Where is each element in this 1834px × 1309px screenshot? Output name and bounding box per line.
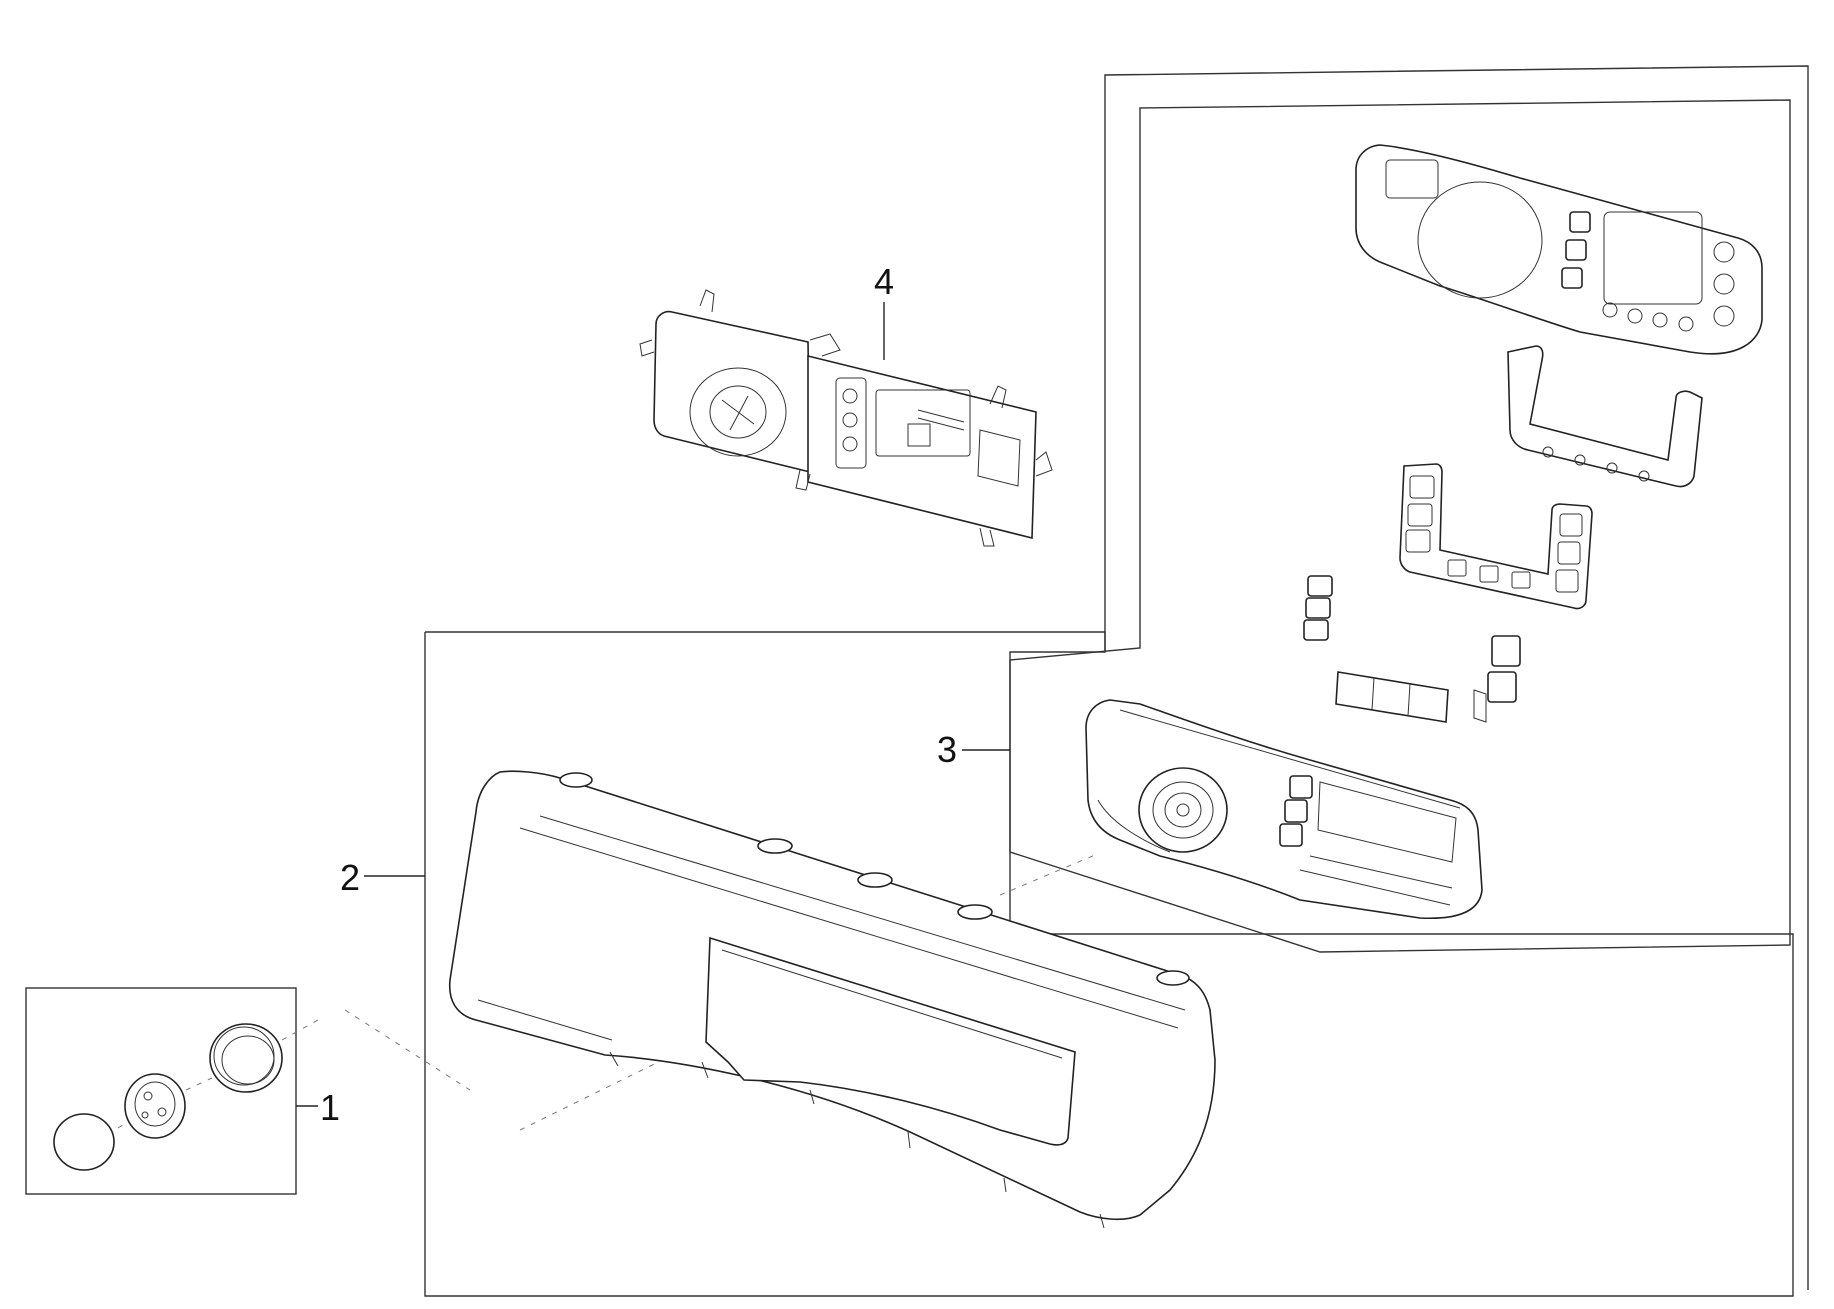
callout-4: 4 (874, 261, 894, 302)
alignment-line-c (999, 854, 1096, 896)
part-3-sub-components (1303, 144, 1763, 723)
part-2-control-panel (448, 770, 1216, 1229)
group-box-3 (1009, 99, 1791, 953)
part-4-pcb-assembly (639, 289, 1053, 547)
part-1-knob-assembly (53, 1019, 319, 1171)
callout-3: 3 (937, 729, 957, 770)
callout-1: 1 (320, 1087, 340, 1128)
alignment-line-a (344, 1009, 471, 1091)
callout-2: 2 (340, 857, 360, 898)
group-box-outer-right (1104, 65, 1809, 1290)
group-box-1 (25, 987, 297, 1195)
part-3-front-panel (1085, 699, 1483, 920)
